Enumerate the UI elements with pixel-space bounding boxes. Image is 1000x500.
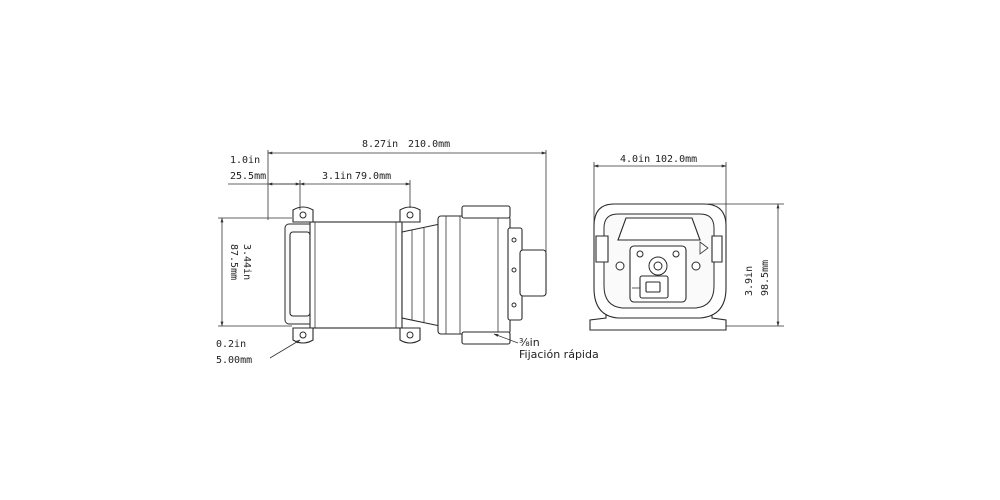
mount-spacing-in: 3.1in xyxy=(322,171,352,182)
dim-mount-spacing: 3.1in 79.0mm xyxy=(299,171,411,208)
hole-diameter-mm: 5.00mm xyxy=(216,355,252,366)
quick-connect-size: ⅜in xyxy=(519,336,540,349)
mount-spacing-mm: 79.0mm xyxy=(355,171,391,182)
pressure-switch xyxy=(519,249,547,297)
quick-connect-label: Fijación rápida xyxy=(519,348,599,361)
end-width-in: 4.0in xyxy=(620,154,650,165)
quick-connect-callout: ⅜in Fijación rápida xyxy=(493,333,599,361)
overall-length-in: 8.27in xyxy=(362,139,398,150)
dim-end-width: 4.0in 102.0mm xyxy=(593,154,727,226)
mount-height-in: 3.44in xyxy=(241,244,252,280)
transition-collar xyxy=(401,223,441,327)
dim-mount-height: 3.44in 87.5mm xyxy=(218,217,292,327)
end-view xyxy=(589,203,727,331)
dim-head-offset: 1.0in 25.5mm xyxy=(228,155,301,210)
mount-height-mm: 87.5mm xyxy=(228,244,239,280)
end-height-mm: 98.5mm xyxy=(760,260,771,296)
end-width-mm: 102.0mm xyxy=(655,154,697,165)
side-view xyxy=(284,205,547,345)
pump-head xyxy=(437,215,511,335)
head-offset-in: 1.0in xyxy=(230,155,260,166)
dim-end-height: 3.9in 98.5mm xyxy=(708,203,784,327)
end-height-in: 3.9in xyxy=(744,266,755,296)
head-offset-mm: 25.5mm xyxy=(230,171,266,182)
hole-diameter-in: 0.2in xyxy=(216,339,246,350)
overall-length-mm: 210.0mm xyxy=(408,139,450,150)
dim-hole-diameter: 0.2in 5.00mm xyxy=(216,339,301,366)
motor-body xyxy=(309,221,403,329)
